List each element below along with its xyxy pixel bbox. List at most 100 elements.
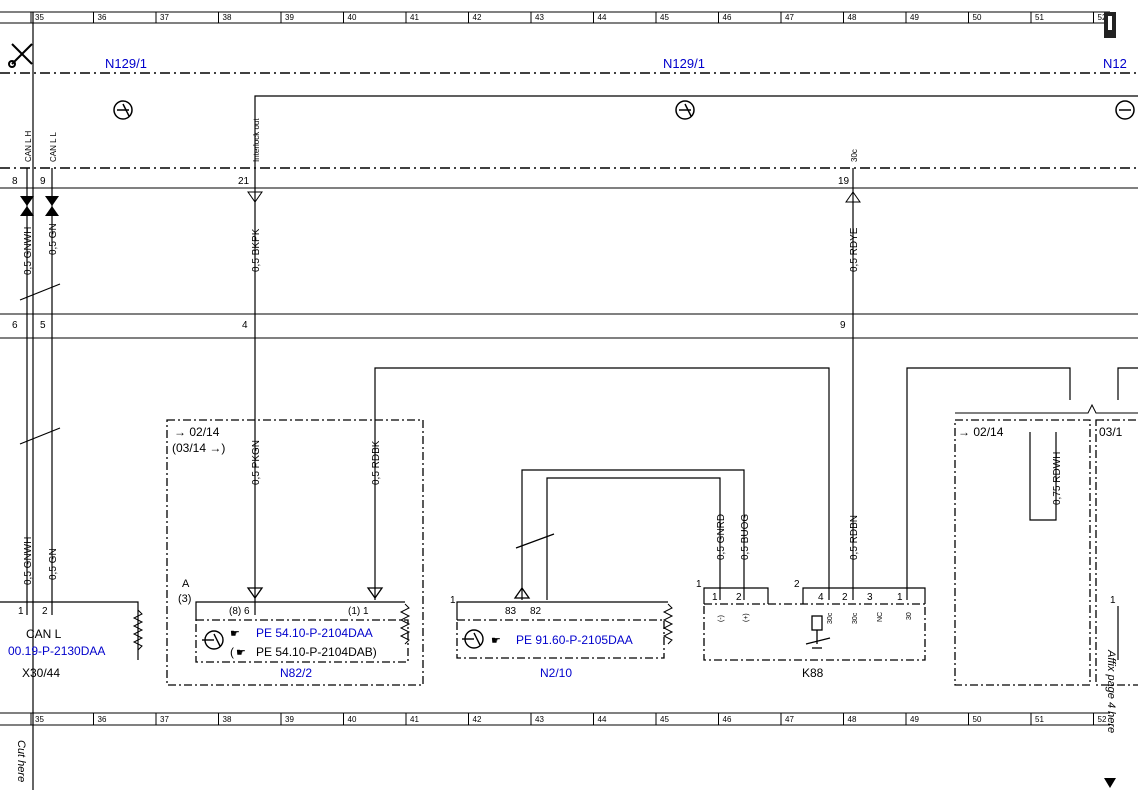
electronic-component-icon bbox=[1115, 100, 1135, 120]
module-label-n129-right[interactable]: N12 bbox=[1103, 56, 1127, 71]
k88-top-left bbox=[703, 587, 769, 604]
affix-page-label: Affix page 4 here bbox=[1105, 649, 1117, 733]
n210-name: N2/10 bbox=[540, 666, 572, 680]
pin-k88-3: 3 bbox=[867, 592, 873, 603]
x30-can: CAN L bbox=[26, 627, 62, 641]
ruler-number: 36 bbox=[98, 715, 107, 724]
wire-label-rdbk: 0,5 RDBK bbox=[371, 440, 382, 485]
module-label-n129-left[interactable]: N129/1 bbox=[105, 56, 147, 71]
ruler-number: 41 bbox=[410, 13, 419, 22]
range-n82-2: (03/14 →) bbox=[172, 441, 225, 455]
ruler-number: 52 bbox=[1098, 13, 1107, 22]
pin-n210-83: 83 bbox=[505, 606, 517, 617]
pin-k88-p2: 2 bbox=[736, 592, 742, 603]
module-label-n129-mid[interactable]: N129/1 bbox=[663, 56, 705, 71]
wire-label-rdye: 0,5 RDYE bbox=[849, 227, 860, 272]
ruler-number: 44 bbox=[598, 715, 607, 724]
pin-4: 4 bbox=[242, 320, 248, 331]
pointing-hand-icon: ☛ bbox=[230, 628, 240, 640]
module-box-right-1 bbox=[954, 419, 1091, 686]
pin-n210-82: 82 bbox=[530, 606, 542, 617]
ground-zigzag bbox=[132, 609, 144, 651]
signal-label-interlock: Interlock out bbox=[252, 118, 261, 162]
pin-k88-p1b: 1 bbox=[897, 592, 903, 603]
pin-x1: 1 bbox=[18, 606, 24, 617]
wire-label-rdwh: 0,75 RDWH bbox=[1052, 452, 1063, 505]
wire-label-gnwh-top: 0,5 GNWH bbox=[23, 227, 34, 275]
ruler-number: 47 bbox=[785, 715, 794, 724]
n82-name: N82/2 bbox=[280, 666, 312, 680]
ruler-number: 35 bbox=[35, 715, 44, 724]
pin-5: 5 bbox=[40, 320, 46, 331]
ruler-number: 49 bbox=[910, 715, 919, 724]
pointing-hand-icon: ☛ bbox=[236, 647, 246, 659]
ruler-number: 37 bbox=[160, 715, 169, 724]
module-box-right-2 bbox=[1095, 419, 1138, 686]
scissors-icon bbox=[8, 43, 33, 68]
k88-label-30c-b: 30c bbox=[852, 612, 859, 624]
wire-interlock-top bbox=[254, 95, 1138, 168]
electronic-component-icon bbox=[113, 100, 133, 120]
wires bbox=[19, 168, 1138, 615]
k88-label-30c: 30c bbox=[827, 612, 834, 624]
ruler-number: 38 bbox=[223, 13, 232, 22]
ruler-number: 41 bbox=[410, 715, 419, 724]
pin-8: 8 bbox=[12, 176, 18, 187]
ruler-number: 43 bbox=[535, 715, 544, 724]
ruler-number: 44 bbox=[598, 13, 607, 22]
n210-doc-link[interactable]: PE 91.60-P-2105DAA bbox=[516, 633, 633, 647]
range-right-1: → 02/14 bbox=[958, 425, 1004, 439]
ruler-number: 38 bbox=[223, 715, 232, 724]
page-marker-icon bbox=[1104, 12, 1116, 38]
n82-a3: (3) bbox=[178, 593, 191, 605]
range-right-2: 03/1 bbox=[1099, 425, 1123, 439]
electronic-component-icon bbox=[675, 100, 695, 120]
pin-n82-1: (1) 1 bbox=[348, 606, 369, 617]
k88-label-minus: (-) bbox=[718, 615, 725, 622]
x30-doc-link[interactable]: 00.19-P-2130DAA bbox=[8, 644, 105, 658]
transistor-icon bbox=[462, 629, 484, 649]
ruler-number: 51 bbox=[1035, 13, 1044, 22]
k88-top-right bbox=[802, 587, 926, 604]
ruler-number: 51 bbox=[1035, 715, 1044, 724]
wire-label-bkpk: 0,5 BKPK bbox=[251, 228, 262, 272]
ruler-number: 52 bbox=[1098, 715, 1107, 724]
pointing-hand-icon: ☛ bbox=[491, 635, 501, 647]
cut-here-label: Cut here bbox=[15, 740, 27, 782]
pin-k88-1: 1 bbox=[696, 579, 702, 590]
module-box-n82 bbox=[166, 419, 424, 686]
k88-box bbox=[703, 603, 926, 661]
affix-arrow-icon bbox=[1104, 778, 1116, 788]
wire-label-gnrd: 0,5 GNRD bbox=[716, 514, 727, 560]
ruler-number: 46 bbox=[723, 715, 732, 724]
pin-19: 19 bbox=[838, 176, 850, 187]
connector-arrows-bottom bbox=[246, 586, 531, 600]
connector-symbols bbox=[20, 191, 861, 216]
transistor-icon bbox=[202, 630, 224, 650]
pin-n82-8: (8) 6 bbox=[229, 606, 250, 617]
pin-k88-p2b: 2 bbox=[842, 592, 848, 603]
k88-label-nc: NC bbox=[877, 612, 884, 622]
relay-icon bbox=[805, 615, 831, 649]
n82-doc1-link[interactable]: PE 54.10-P-2104DAA bbox=[256, 626, 373, 640]
range-n82-1: → 02/14 bbox=[174, 425, 220, 439]
ruler-number: 37 bbox=[160, 13, 169, 22]
n82-doc2-open: ( bbox=[230, 645, 234, 659]
ruler-number: 50 bbox=[973, 13, 982, 22]
x30-name: X30/44 bbox=[22, 666, 60, 680]
pin-k88-4: 4 bbox=[818, 592, 824, 603]
ground-zigzag bbox=[399, 603, 411, 645]
ruler-number: 43 bbox=[535, 13, 544, 22]
signal-label-30c: 30c bbox=[850, 149, 859, 162]
signal-label-can-l: CAN L L bbox=[49, 132, 58, 162]
ruler-number: 42 bbox=[473, 715, 482, 724]
ruler-number: 45 bbox=[660, 715, 669, 724]
n82-a: A bbox=[182, 578, 190, 590]
n210-box bbox=[456, 619, 665, 659]
ruler-number: 47 bbox=[785, 13, 794, 22]
ruler-number: 39 bbox=[285, 715, 294, 724]
ground-zigzag bbox=[662, 603, 674, 645]
pin-9b: 9 bbox=[840, 320, 846, 331]
component-x30 bbox=[0, 601, 139, 660]
